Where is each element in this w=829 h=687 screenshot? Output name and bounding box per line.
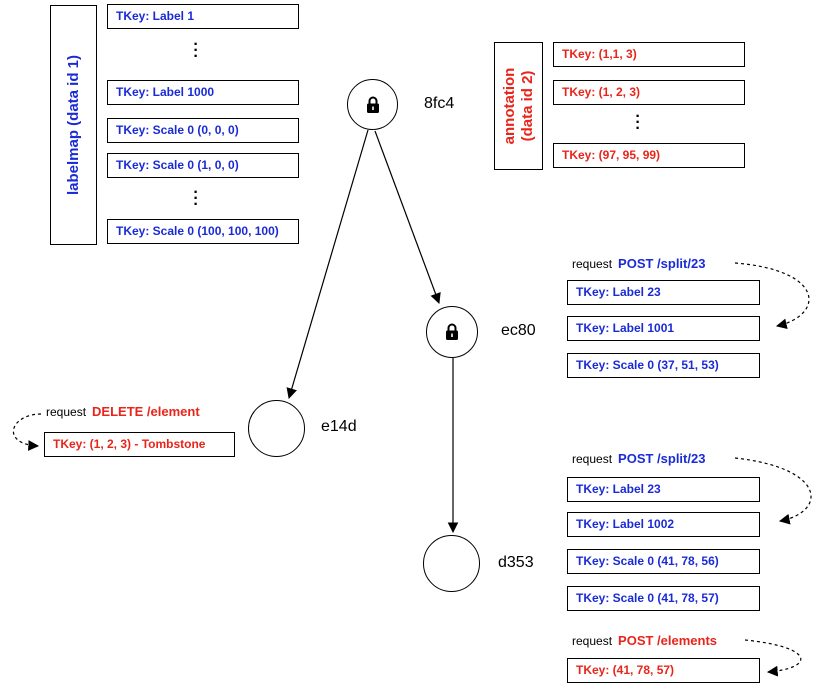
split-row: TKey: Scale 0 (41, 78, 57) [567,586,760,611]
annotation-title-box: annotation (data id 2) [494,42,543,170]
labelmap-row: TKey: Label 1000 [107,80,299,105]
split-row: TKey: Label 23 [567,477,760,502]
ellipsis-vertical-icon: ··· [193,184,199,213]
labelmap-row: TKey: Scale 0 (100, 100, 100) [107,219,299,244]
node-8fc4[interactable] [347,79,398,130]
annotation-row: TKey: (97, 95, 99) [553,143,745,168]
node-label-e14d: e14d [321,418,357,435]
labelmap-row: TKey: Scale 0 (0, 0, 0) [107,118,299,143]
split-row: TKey: Label 1001 [567,316,760,341]
request-verb: POST /elements [618,633,718,648]
ellipsis-vertical-icon: ··· [635,108,641,137]
ellipsis-vertical-icon: ··· [193,36,199,65]
edge-8fc4-to-e14d [286,129,369,400]
annotation-row: TKey: (1,1, 3) [553,42,745,67]
split-row: TKey: Scale 0 (37, 51, 53) [567,353,760,378]
request-verb: POST /split/23 [618,256,706,271]
node-label-d353: d353 [498,554,534,571]
node-label-8fc4: 8fc4 [424,95,455,112]
tombstone-row: TKey: (1, 2, 3) - Tombstone [44,432,235,457]
labelmap-title-box: labelmap (data id 1) [50,5,97,245]
labelmap-title: labelmap (data id 1) [64,54,82,196]
padlock-icon [446,323,458,340]
node-ec80[interactable] [426,306,478,358]
request-verb: POST /split/23 [618,451,706,466]
node-e14d[interactable] [248,400,305,457]
split-row: TKey: Label 23 [567,280,760,305]
split-row: TKey: Label 1002 [567,512,760,537]
edge-8fc4-to-ec80 [374,130,441,305]
dashed-arrow-delete [12,413,42,451]
labelmap-row: TKey: Scale 0 (1, 0, 0) [107,153,299,178]
annotation-title: annotation (data id 2) [500,67,536,145]
dashed-arrow-post-elements [744,639,802,677]
dashed-arrow-split-d353 [734,457,812,525]
request-verb: DELETE /element [92,404,200,419]
elements-row: TKey: (41, 78, 57) [567,658,760,683]
labelmap-row: TKey: Label 1 [107,4,299,29]
annotation-row: TKey: (1, 2, 3) [553,80,745,105]
node-d353[interactable] [423,535,480,592]
split-row: TKey: Scale 0 (41, 78, 56) [567,549,760,574]
node-label-ec80: ec80 [501,322,536,339]
padlock-icon [366,96,379,113]
